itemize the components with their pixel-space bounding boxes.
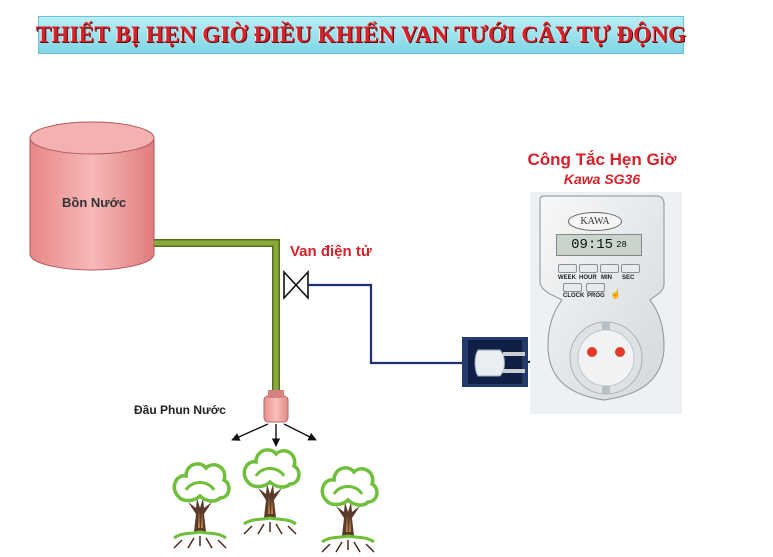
timer-brand-logo: KAWA (568, 212, 622, 231)
timer-display: 09:15 28 (556, 234, 642, 256)
nozzle-label: Đầu Phun Nước (134, 403, 226, 417)
timer-title: Công Tắc Hẹn Giờ (527, 150, 677, 169)
timer-key-label: CLOCK (563, 293, 585, 299)
timer-model: Kawa SG36 (563, 171, 641, 187)
tank-label: Bồn Nước (62, 195, 127, 210)
page-title: THIẾT BỊ HẸN GIỜ ĐIỀU KHIỂN VAN TƯỚI CÂY… (35, 22, 687, 47)
timer-display-time: 09:15 (571, 237, 614, 253)
title-banner: THIẾT BỊ HẸN GIỜ ĐIỀU KHIỂN VAN TƯỚI CÂY… (35, 16, 687, 54)
timer-key-label: MIN (601, 275, 612, 281)
spray-nozzle (231, 390, 317, 447)
timer-key-clock (563, 283, 582, 292)
hand-icon: ☝ (610, 289, 622, 299)
timer-key-min (600, 264, 619, 273)
water-tank (29, 121, 155, 271)
valve-label: Van điện tử (290, 243, 372, 260)
timer-key-label: HOUR (579, 275, 597, 281)
control-wire (308, 283, 462, 365)
timer-key-prog (586, 283, 605, 292)
timer-key-hour (579, 264, 598, 273)
plug-icon (462, 337, 528, 387)
tree-icon (172, 462, 231, 550)
solenoid-valve-symbol (283, 269, 309, 301)
timer-display-seconds: 28 (616, 240, 627, 250)
timer-key-sec (621, 264, 640, 273)
timer-key-label: WEEK (558, 275, 576, 281)
tree-icon (320, 466, 379, 554)
timer-key-label: SEC (622, 275, 635, 281)
water-pipe (154, 239, 280, 392)
timer-key-label: PROG (587, 293, 605, 299)
timer-key-week (558, 264, 577, 273)
tree-icon (242, 448, 301, 536)
